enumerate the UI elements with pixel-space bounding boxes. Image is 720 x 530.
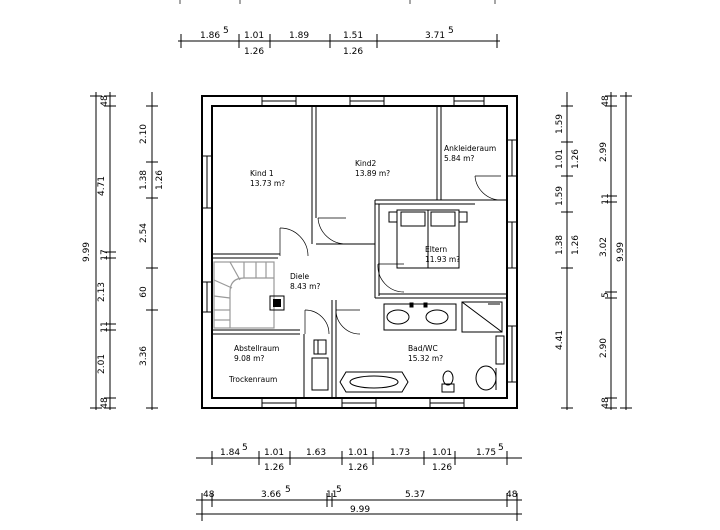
svg-text:5: 5 <box>242 443 248 453</box>
room-ankleide-name: Ankleideraum <box>444 144 496 153</box>
svg-text:3.66: 3.66 <box>261 490 281 500</box>
double-bed <box>388 209 468 269</box>
dim-top-sub-1: 1.26 <box>244 47 264 57</box>
room-bad-area: 15.32 m? <box>408 354 443 363</box>
svg-text:11: 11 <box>326 490 337 500</box>
svg-text:1.26: 1.26 <box>571 149 581 169</box>
room-kind1-area: 13.73 m? <box>250 179 285 188</box>
staircase <box>213 261 285 329</box>
svg-text:48: 48 <box>506 490 518 500</box>
interior-walls <box>212 106 507 398</box>
svg-text:5: 5 <box>336 485 342 495</box>
bottom-dimension-chain: 1.84 5 1.01 1.63 1.01 1.73 1.01 1.75 5 1… <box>196 443 522 521</box>
svg-text:48: 48 <box>601 95 611 107</box>
svg-text:5: 5 <box>601 292 611 298</box>
left-dimension-chain: 9.99 48 4.71 17 2.13 11 2.01 48 <box>82 92 165 410</box>
top-dimension-chain: 1.86 5 1.01 1.89 1.51 3.71 5 1.26 1.26 <box>178 0 500 57</box>
svg-text:1.84: 1.84 <box>220 448 240 458</box>
room-abstell-name: Abstellraum <box>234 344 279 353</box>
dim-top-3: 1.89 <box>289 31 309 41</box>
svg-text:1.75: 1.75 <box>476 448 496 458</box>
room-kind2-name: Kind2 <box>355 159 377 168</box>
svg-text:17: 17 <box>100 249 110 260</box>
room-abstell-area: 9.08 m? <box>234 354 264 363</box>
svg-text:48: 48 <box>100 95 110 107</box>
svg-text:3.02: 3.02 <box>599 237 609 257</box>
svg-text:48: 48 <box>601 397 611 409</box>
room-diele-area: 8.43 m? <box>290 282 320 291</box>
svg-text:2.13: 2.13 <box>97 282 107 302</box>
bathroom-fixtures <box>311 301 505 393</box>
dim-bottom-total: 9.99 <box>350 505 370 515</box>
dim-top-sub-2: 1.26 <box>343 47 363 57</box>
dim-right-total: 9.99 <box>616 242 626 262</box>
windows <box>201 95 518 409</box>
svg-text:1.01: 1.01 <box>264 448 284 458</box>
svg-text:5.37: 5.37 <box>405 490 425 500</box>
svg-text:1.59: 1.59 <box>555 114 565 134</box>
room-trocken-name: Trockenraum <box>228 375 277 384</box>
svg-text:5: 5 <box>498 443 504 453</box>
svg-text:1.26: 1.26 <box>348 463 368 473</box>
svg-text:1.26: 1.26 <box>571 235 581 255</box>
svg-text:2.99: 2.99 <box>599 142 609 162</box>
svg-text:48: 48 <box>203 490 215 500</box>
svg-text:1.38: 1.38 <box>139 170 149 190</box>
room-kind2-area: 13.89 m? <box>355 169 390 178</box>
svg-text:1.01: 1.01 <box>348 448 368 458</box>
svg-text:1.59: 1.59 <box>555 186 565 206</box>
svg-text:5: 5 <box>285 485 291 495</box>
svg-text:1.63: 1.63 <box>306 448 326 458</box>
svg-text:4.41: 4.41 <box>555 330 565 350</box>
dim-top-2: 1.01 <box>244 31 264 41</box>
svg-text:2.10: 2.10 <box>139 124 149 144</box>
svg-text:11: 11 <box>601 193 611 204</box>
svg-text:1.38: 1.38 <box>555 235 565 255</box>
room-kind1-name: Kind 1 <box>250 169 274 178</box>
room-bad-name: Bad/WC <box>408 344 438 353</box>
svg-text:5: 5 <box>448 26 454 36</box>
svg-text:5: 5 <box>223 26 229 36</box>
svg-text:1.26: 1.26 <box>264 463 284 473</box>
svg-text:2.90: 2.90 <box>599 338 609 358</box>
svg-text:2.54: 2.54 <box>139 223 149 243</box>
svg-text:1.01: 1.01 <box>555 149 565 169</box>
room-ankleide-area: 5.84 m? <box>444 154 474 163</box>
right-dimension-chain: 1.59 1.01 1.59 1.38 4.41 1.26 1.26 48 2.… <box>555 92 632 410</box>
svg-text:1.01: 1.01 <box>432 448 452 458</box>
svg-text:60: 60 <box>139 286 149 298</box>
room-eltern-name: Eltern <box>425 245 447 254</box>
room-eltern-area: 11.93 m? <box>425 255 460 264</box>
svg-text:1.73: 1.73 <box>390 448 410 458</box>
dim-top-4: 1.51 <box>343 31 363 41</box>
doors <box>279 175 502 335</box>
svg-text:48: 48 <box>100 397 110 409</box>
svg-text:4.71: 4.71 <box>97 176 107 196</box>
room-labels: Kind 1 13.73 m? Kind2 13.89 m? Ankleider… <box>228 144 496 384</box>
svg-text:3.36: 3.36 <box>139 346 149 366</box>
room-diele-name: Diele <box>290 272 310 281</box>
svg-text:1.26: 1.26 <box>432 463 452 473</box>
dim-top-1: 1.86 <box>200 31 220 41</box>
svg-text:1.26: 1.26 <box>155 170 165 190</box>
svg-text:11: 11 <box>100 321 110 332</box>
dim-top-5: 3.71 <box>425 31 445 41</box>
svg-text:2.01: 2.01 <box>97 354 107 374</box>
dim-left-total: 9.99 <box>82 242 92 262</box>
